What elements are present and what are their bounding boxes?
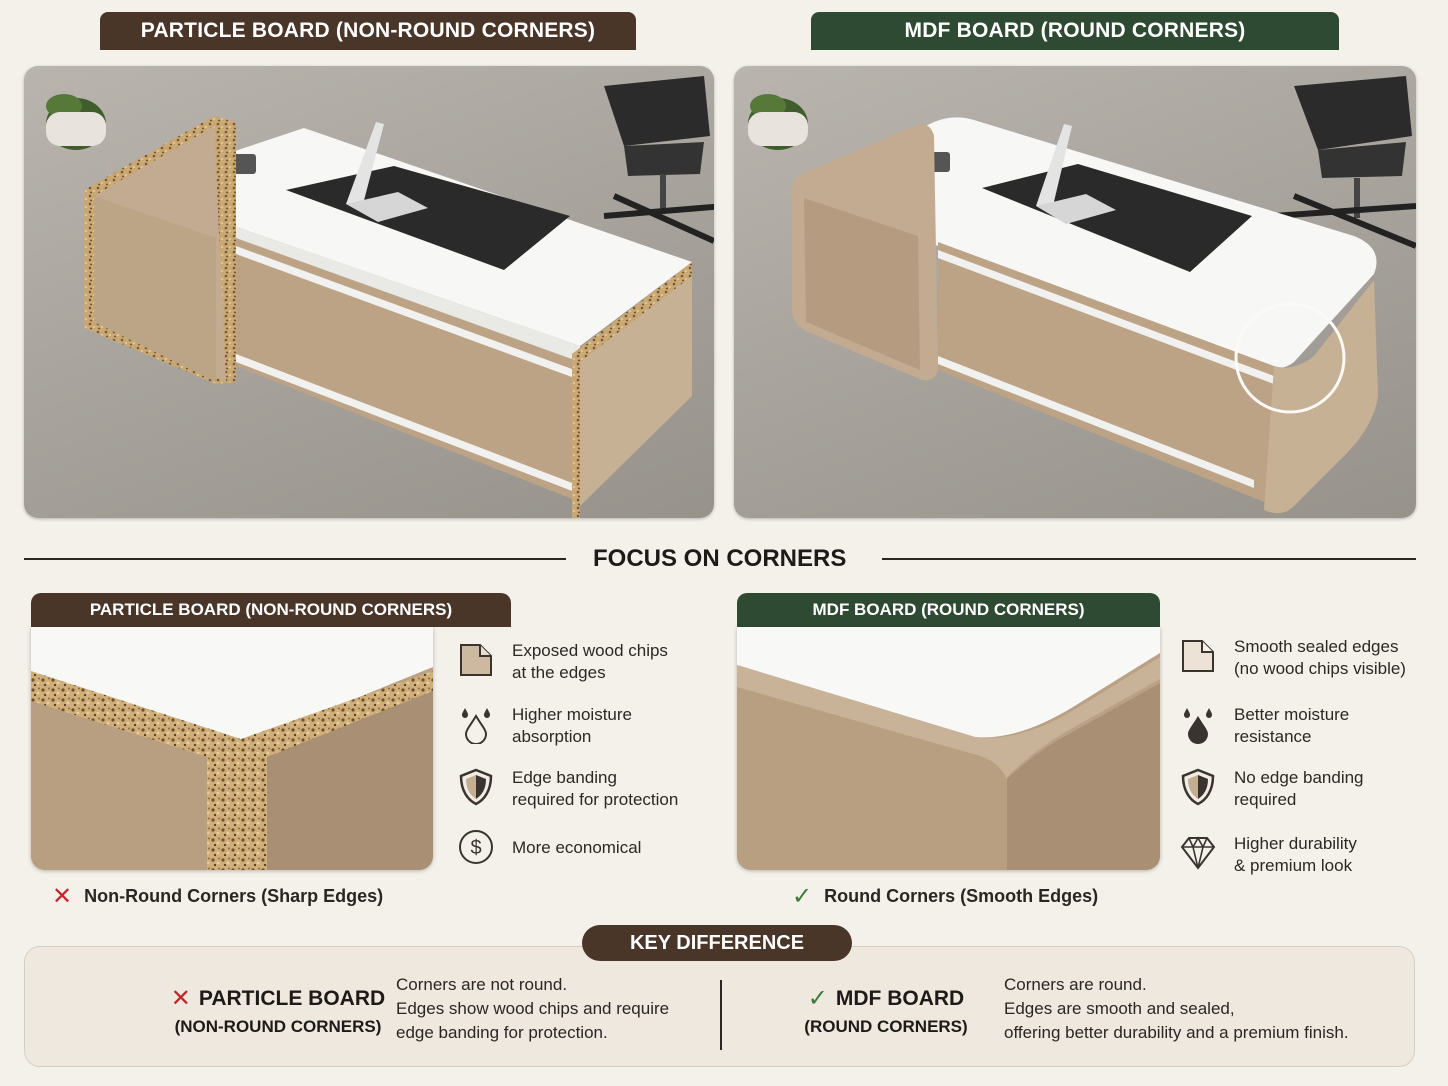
particle-board-panel-header: PARTICLE BOARD (NON-ROUND CORNERS) (31, 593, 511, 627)
key-difference-title: KEY DIFFERENCE (582, 925, 852, 961)
key-right-description: Corners are round. Edges are smooth and … (1004, 973, 1349, 1045)
feature-text: Higher moisture absorption (512, 705, 632, 746)
key-right-title: MDF BOARD (835, 986, 965, 1010)
mdf-board-panel-header: MDF BOARD (ROUND CORNERS) (737, 593, 1160, 627)
section-title: FOCUS ON CORNERS (593, 545, 847, 572)
shield-icon (1178, 767, 1218, 807)
feature-moisture: Higher moisture absorption (456, 704, 632, 748)
feature-moisture-resistance: Better moisture resistance (1178, 704, 1349, 748)
check-mark-icon: ✓ (792, 883, 813, 910)
key-left-line: Corners are not round. (396, 975, 568, 994)
water-drops-icon (1178, 704, 1218, 744)
diamond-icon (1178, 833, 1218, 873)
particle-board-corner-closeup (31, 627, 433, 870)
key-left-line: edge banding for protection. (396, 1023, 608, 1042)
mdf-board-verdict: ✓ Round Corners (Smooth Edges) (792, 882, 1098, 911)
shield-icon (456, 767, 496, 807)
x-mark-icon: ✕ (52, 883, 73, 910)
mdf-board-corner-closeup (737, 627, 1160, 870)
mdf-board-desk-photo (734, 66, 1416, 518)
key-right-subtitle: (ROUND CORNERS) (804, 1017, 968, 1036)
particle-board-verdict: ✕ Non-Round Corners (Sharp Edges) (52, 882, 383, 911)
page-corner-icon (1178, 636, 1218, 676)
key-left-title: PARTICLE BOARD (198, 986, 386, 1010)
feature-text: More economical (512, 838, 642, 857)
particle-board-desk-photo (24, 66, 714, 518)
feature-text: Higher durability & premium look (1234, 834, 1357, 875)
verdict-text: Round Corners (Smooth Edges) (824, 886, 1099, 906)
feature-edge-banding: Edge banding required for protection (456, 767, 678, 811)
key-right-line: Corners are round. (1004, 975, 1147, 994)
key-left-subtitle: (NON-ROUND CORNERS) (174, 1017, 382, 1036)
feature-exposed-chips: Exposed wood chips at the edges (456, 640, 668, 684)
feature-text: No edge banding required (1234, 768, 1364, 809)
verdict-text: Non-Round Corners (Sharp Edges) (84, 886, 384, 906)
dollar-icon: $ (456, 827, 496, 867)
key-right-line: Edges are smooth and sealed, (1004, 999, 1235, 1018)
divider-right (882, 558, 1416, 560)
svg-text:$: $ (470, 837, 481, 859)
water-drops-icon (456, 704, 496, 745)
key-right-line: offering better durability and a premium… (1004, 1023, 1349, 1042)
key-left-name: ✕ PARTICLE BOARD (NON-ROUND CORNERS) (160, 984, 396, 1037)
feature-smooth-edges: Smooth sealed edges (no wood chips visib… (1178, 636, 1406, 680)
key-difference-box (24, 946, 1415, 1067)
feature-no-edge-banding: No edge banding required (1178, 767, 1364, 811)
feature-text: Edge banding required for protection (512, 768, 679, 809)
divider-left (24, 558, 566, 560)
key-separator (720, 980, 722, 1050)
check-mark-icon: ✓ (807, 985, 828, 1012)
feature-text: Exposed wood chips at the edges (512, 641, 668, 682)
page-corner-icon (456, 640, 496, 680)
feature-durability: Higher durability & premium look (1178, 833, 1357, 877)
particle-board-banner: PARTICLE BOARD (NON-ROUND CORNERS) (100, 12, 636, 50)
mdf-board-banner: MDF BOARD (ROUND CORNERS) (811, 12, 1339, 50)
key-left-description: Corners are not round. Edges show wood c… (396, 973, 669, 1045)
key-right-name: ✓ MDF BOARD (ROUND CORNERS) (786, 984, 986, 1037)
x-mark-icon: ✕ (170, 985, 191, 1012)
feature-economical: $ More economical (456, 827, 641, 867)
feature-text: Better moisture resistance (1234, 705, 1350, 746)
key-left-line: Edges show wood chips and require (396, 999, 670, 1018)
feature-text: Smooth sealed edges (no wood chips visib… (1234, 637, 1406, 678)
